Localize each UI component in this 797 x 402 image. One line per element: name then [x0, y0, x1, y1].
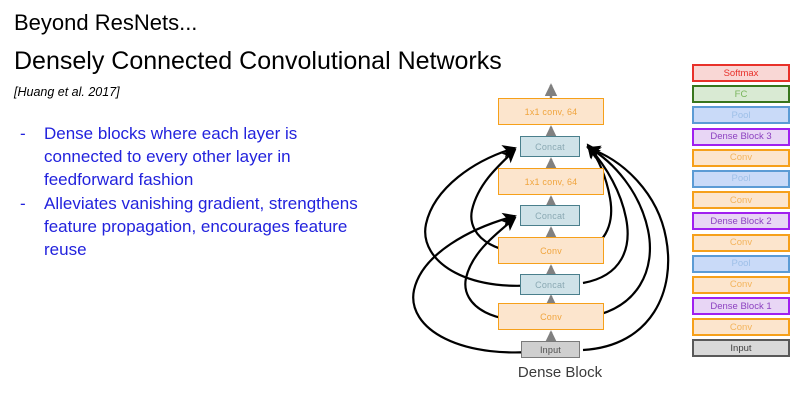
dense-node-conv-1x1-mid[interactable]: 1x1 conv, 64 — [498, 168, 604, 195]
architecture-stack: Softmax FC Pool Dense Block 3 Conv Pool … — [692, 64, 792, 361]
dense-node-conv-2[interactable]: Conv — [498, 237, 604, 264]
arch-block-conv-3[interactable]: Conv — [692, 233, 790, 252]
dense-block-diagram: 1x1 conv, 64 Concat 1x1 conv, 64 Concat … — [400, 78, 690, 390]
dense-block-caption: Dense Block — [517, 364, 603, 381]
arch-block-pool-1[interactable]: Pool — [692, 254, 790, 273]
arch-block-dense-block-3[interactable]: Dense Block 3 — [692, 127, 790, 146]
bullet-text: Dense blocks where each layer is connect… — [44, 124, 298, 189]
list-item: - Dense blocks where each layer is conne… — [20, 122, 365, 191]
dense-node-conv-1x1-top[interactable]: 1x1 conv, 64 — [498, 98, 604, 125]
bullet-dash-icon: - — [20, 194, 26, 213]
bullet-text: Alleviates vanishing gradient, strengthe… — [44, 194, 358, 259]
arch-block-conv-2[interactable]: Conv — [692, 275, 790, 294]
citation-reference: [Huang et al. 2017] — [14, 85, 120, 99]
dense-node-input[interactable]: Input — [521, 341, 580, 358]
arch-block-input[interactable]: Input — [692, 339, 790, 358]
slide-title-line-1: Beyond ResNets... — [14, 10, 198, 35]
arch-block-pool-2[interactable]: Pool — [692, 169, 790, 188]
bullet-list: - Dense blocks where each layer is conne… — [20, 122, 365, 262]
dense-node-concat-3[interactable]: Concat — [520, 136, 580, 157]
arch-block-pool-3[interactable]: Pool — [692, 106, 790, 125]
dense-node-concat-1[interactable]: Concat — [520, 274, 580, 295]
bullet-dash-icon: - — [20, 124, 26, 143]
arch-block-fc[interactable]: FC — [692, 85, 790, 104]
arch-block-dense-block-2[interactable]: Dense Block 2 — [692, 212, 790, 231]
dense-node-concat-2[interactable]: Concat — [520, 205, 580, 226]
arch-block-softmax[interactable]: Softmax — [692, 64, 790, 82]
dense-node-conv-1[interactable]: Conv — [498, 303, 604, 330]
slide-title-line-2: Densely Connected Convolutional Networks — [14, 47, 502, 75]
arch-block-conv-1[interactable]: Conv — [692, 318, 790, 337]
arch-block-dense-block-1[interactable]: Dense Block 1 — [692, 297, 790, 316]
arch-block-conv-4[interactable]: Conv — [692, 191, 790, 210]
arch-block-conv-5[interactable]: Conv — [692, 148, 790, 167]
skip-connections-right — [582, 143, 670, 352]
list-item: - Alleviates vanishing gradient, strengt… — [20, 192, 365, 261]
